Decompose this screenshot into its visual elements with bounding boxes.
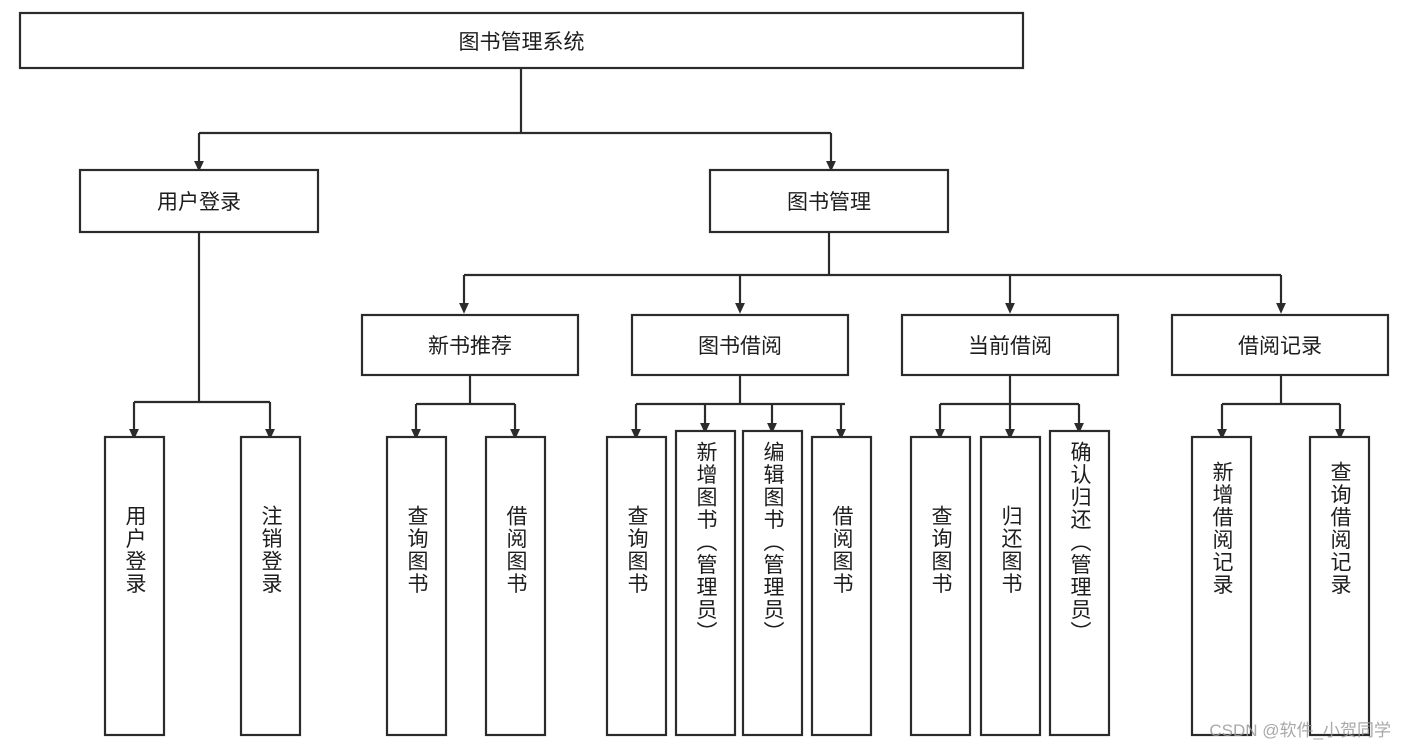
leaf-box-query-book-rec[interactable] — [385, 435, 448, 737]
leaf-box-query-borrow-record[interactable] — [1308, 435, 1371, 737]
leaf-box-confirm-return-admin[interactable] — [1048, 429, 1111, 737]
leaf-box-add-book-admin[interactable] — [674, 429, 737, 737]
node-book-management[interactable] — [708, 168, 950, 234]
node-user-login[interactable] — [78, 168, 320, 234]
leaf-box-query-book-current[interactable] — [909, 435, 972, 737]
leaf-box-borrow-book[interactable] — [810, 435, 873, 737]
leaf-box-return-book[interactable] — [979, 435, 1042, 737]
leaf-box-edit-book-admin[interactable] — [741, 429, 804, 737]
node-root[interactable] — [18, 11, 1025, 70]
leaf-box-logout[interactable] — [239, 435, 302, 737]
node-current-borrow[interactable] — [900, 313, 1120, 377]
leaf-box-user-login[interactable] — [103, 435, 166, 737]
leaf-box-query-book-borrow[interactable] — [605, 435, 668, 737]
leaf-box-borrow-book-rec[interactable] — [484, 435, 547, 737]
node-new-book-recommend[interactable] — [360, 313, 580, 377]
node-borrow-record[interactable] — [1170, 313, 1390, 377]
leaf-box-add-borrow-record[interactable] — [1190, 435, 1253, 737]
node-book-borrow[interactable] — [630, 313, 850, 377]
